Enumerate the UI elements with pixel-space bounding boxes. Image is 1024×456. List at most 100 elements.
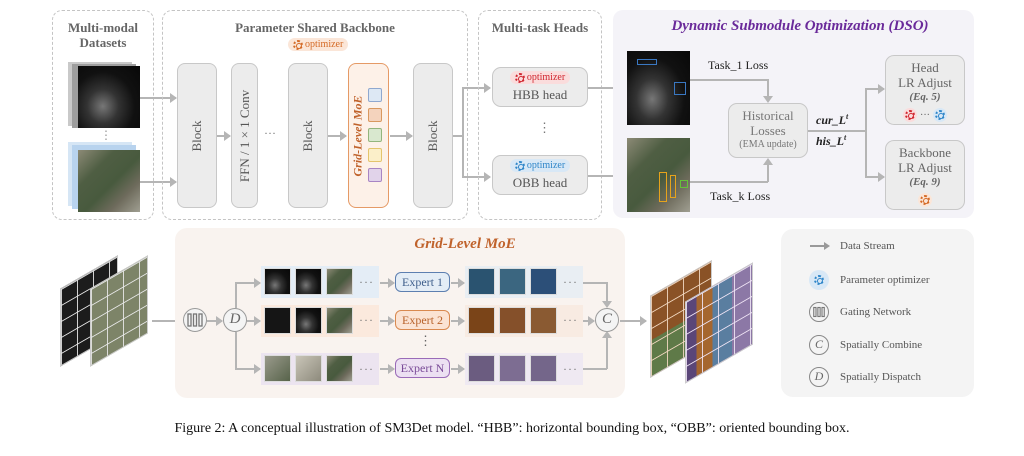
- obb-head: optimizer OBB head: [492, 155, 588, 195]
- patch: [326, 307, 353, 334]
- tinted-patch: [530, 268, 557, 295]
- his-loss-label: his_Lt: [816, 133, 846, 149]
- patch: [295, 268, 322, 295]
- historical-line-1: Historical: [742, 108, 794, 123]
- backbone-block-2: Block: [288, 63, 328, 208]
- gating-network-icon: [183, 308, 207, 332]
- patch: [326, 355, 353, 382]
- tinted-patch: [530, 307, 557, 334]
- patch: [326, 268, 353, 295]
- arrow-row2-combine: [583, 316, 595, 326]
- arrow-row2-to-expert2: [380, 316, 395, 326]
- taskk-loss-label: Task_k Loss: [710, 189, 771, 203]
- dispatch-icon: D: [223, 308, 247, 332]
- hbb-optimizer-label: optimizer: [526, 72, 566, 83]
- arrow-optical-to-block: [140, 177, 177, 187]
- hbb-optimizer-badge: optimizer: [509, 71, 571, 84]
- combine-icon: C: [595, 308, 619, 332]
- blue-gear-icon: [933, 108, 948, 123]
- heads-panel: [478, 10, 602, 220]
- task1-loss-label: Task_1 Loss: [708, 58, 769, 72]
- obb-bbox: [659, 172, 667, 202]
- obb-bbox: [680, 180, 688, 188]
- head-lr-adjust-box: Head LR Adjust (Eq. 5) ···: [885, 55, 965, 125]
- gear-icon: [293, 39, 303, 50]
- arrow-to-head-lr: [865, 84, 885, 94]
- line-taskk-loss: [690, 181, 768, 183]
- backbone-lr-line-2: LR Adjust: [898, 160, 952, 175]
- optical-image: [78, 150, 140, 212]
- line-dispatch-vertical: [235, 282, 237, 308]
- hbb-head-label: HBB head: [512, 86, 568, 102]
- legend-spatially-combine: C Spatially Combine: [808, 335, 922, 355]
- dso-title: Dynamic Submodule Optimization (DSO): [671, 18, 929, 34]
- line-row1-combine: [583, 282, 607, 284]
- row3-ellipsis: ···: [359, 362, 374, 376]
- heads-title: Multi-task Heads: [491, 20, 589, 35]
- historical-line-3: (EMA update): [739, 139, 797, 150]
- combine-icon: C: [809, 335, 829, 355]
- arrow-combine-to-output: [620, 316, 647, 326]
- cur-loss-text: cur_L: [816, 113, 846, 127]
- arrow-dispatch-to-row2: [247, 316, 261, 326]
- red-gear-icon: [902, 108, 917, 123]
- arrow-expert1-out: [451, 278, 465, 288]
- his-loss-superscript: t: [844, 133, 847, 142]
- gating-icon: [809, 302, 829, 322]
- legend-label: Gating Network: [840, 306, 912, 318]
- obb-output-image: [627, 138, 690, 212]
- line-history-out: [808, 130, 866, 132]
- obb-optimizer-label: optimizer: [526, 160, 566, 171]
- arrow-to-hbb: [462, 83, 491, 93]
- moe-expert-square-3: [368, 128, 382, 142]
- moe-expert-square-5: [368, 168, 382, 182]
- expert-n: Expert N: [395, 358, 450, 378]
- block-label: Block: [425, 119, 440, 152]
- moe-expert-square-2: [368, 108, 382, 122]
- block-label: Block: [189, 119, 204, 152]
- tinted-patch: [499, 268, 526, 295]
- arrow-gating-to-dispatch: [207, 316, 223, 326]
- arrow-icon: [810, 242, 830, 250]
- tinted-patch: [468, 355, 495, 382]
- arrow-row1-to-expert1: [380, 278, 395, 288]
- backbone-lr-gears: [886, 191, 964, 208]
- datasets-ellipsis: ⋮: [100, 128, 112, 142]
- tinted-patch: [468, 307, 495, 334]
- patch: [264, 355, 291, 382]
- datasets-title: Multi-modal Datasets: [67, 20, 139, 50]
- tinted-patch: [499, 307, 526, 334]
- tinted-row2-ellipsis: ···: [563, 313, 578, 327]
- figure-caption: Figure 2: A conceptual illustration of S…: [174, 421, 850, 436]
- arrow-moe-block: [390, 131, 413, 141]
- datasets-panel: [52, 10, 154, 220]
- moe-expert-square-4: [368, 148, 382, 162]
- arrow-row3-combine: [602, 331, 612, 369]
- backbone-block-1: Block: [177, 63, 217, 208]
- head-lr-ellipsis: ···: [920, 110, 930, 121]
- sar-image: [78, 66, 140, 128]
- backbone-optimizer-label: optimizer: [305, 39, 344, 50]
- row1-ellipsis: ···: [359, 275, 374, 289]
- arrow-sar-to-block: [140, 93, 177, 103]
- hbb-bbox: [674, 82, 686, 95]
- arrow-block1-ffn: [217, 131, 231, 141]
- historical-losses-box: Historical Losses (EMA update): [728, 103, 808, 158]
- block-label: Block: [300, 119, 315, 152]
- cur-loss-label: cur_Lt: [816, 112, 848, 128]
- tinted-patch: [468, 268, 495, 295]
- line-dispatch-vertical-down: [235, 332, 237, 370]
- arrow-dispatch-to-row1: [235, 278, 261, 288]
- dispatch-icon: D: [809, 367, 829, 387]
- arrow-taskk-to-history: [763, 158, 773, 182]
- moe-vertical-label: Grid-Level MoE: [350, 95, 365, 177]
- tinted-patch: [530, 355, 557, 382]
- hbb-bbox: [637, 59, 657, 65]
- patch: [295, 307, 322, 334]
- arrow-block2-moe: [328, 131, 347, 141]
- obb-optimizer-badge: optimizer: [509, 159, 571, 172]
- legend-spatially-dispatch: D Spatially Dispatch: [808, 367, 921, 387]
- line-row3-combine: [583, 368, 607, 370]
- legend-data-stream: Data Stream: [808, 240, 895, 252]
- backbone-lr-line-1: Backbone: [899, 145, 951, 160]
